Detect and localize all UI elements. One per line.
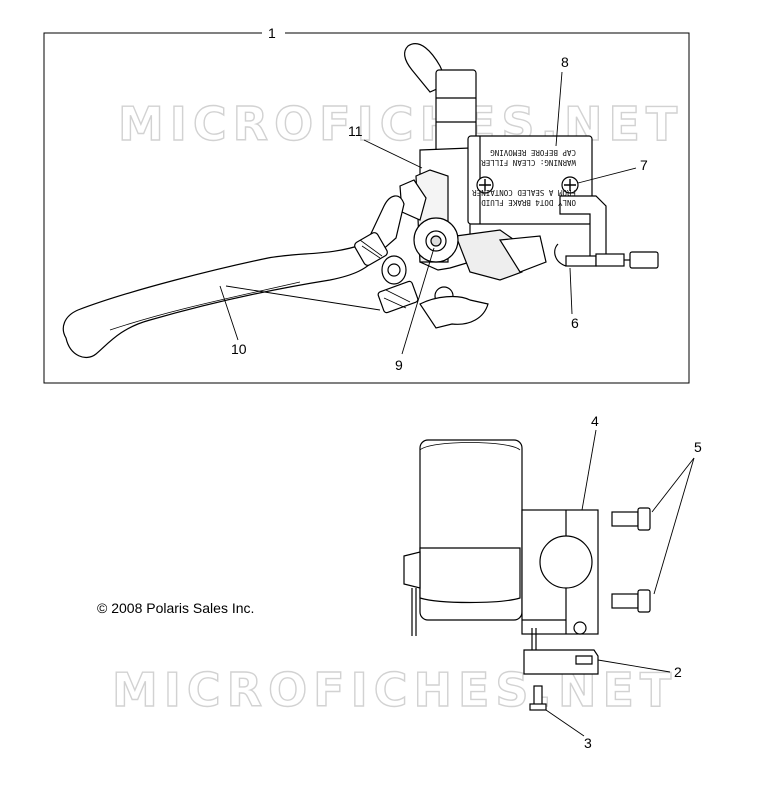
copyright-notice: © 2008 Polaris Sales Inc. bbox=[97, 600, 255, 616]
watermark-top: MICROFICHES.NET bbox=[118, 97, 683, 151]
return-spring bbox=[377, 280, 419, 314]
callout-5: 5 bbox=[694, 439, 702, 455]
callout-8: 8 bbox=[561, 54, 569, 70]
svg-text:FROM A SEALED CONTAINER: FROM A SEALED CONTAINER bbox=[472, 188, 576, 197]
svg-text:CAP BEFORE REMOVING: CAP BEFORE REMOVING bbox=[490, 148, 576, 157]
callout-2: 2 bbox=[674, 664, 682, 680]
callout-7: 7 bbox=[640, 157, 648, 173]
svg-text:ONLY DOT4 BRAKE FLUID: ONLY DOT4 BRAKE FLUID bbox=[481, 198, 576, 207]
callout-11: 11 bbox=[348, 123, 363, 139]
callout-6: 6 bbox=[571, 315, 579, 331]
handlebar-clamp bbox=[539, 535, 593, 589]
callout-1: 1 bbox=[268, 25, 276, 41]
callout-9: 9 bbox=[395, 357, 403, 373]
assembly-frame bbox=[43, 32, 690, 384]
callout-4: 4 bbox=[591, 413, 599, 429]
reservoir-label: ONLY DOT4 BRAKE FLUID FROM A SEALED CONT… bbox=[472, 148, 576, 207]
bolt-upper-icon bbox=[611, 507, 651, 531]
leader-lines-bottom bbox=[545, 429, 695, 737]
leader-lines-top bbox=[219, 71, 637, 355]
brake-lever bbox=[62, 243, 381, 359]
bolt-lower-icon bbox=[611, 589, 651, 613]
callout-10: 10 bbox=[231, 341, 247, 357]
svg-text:WARNING: CLEAN FILLER: WARNING: CLEAN FILLER bbox=[481, 158, 576, 167]
clamp-assembly bbox=[403, 439, 651, 711]
master-cylinder-assembly bbox=[62, 43, 659, 359]
callout-3: 3 bbox=[584, 735, 592, 751]
screw-3-icon bbox=[529, 685, 547, 711]
callouts: 1 2 3 4 5 6 7 8 9 10 11 bbox=[231, 25, 702, 751]
adjuster-spring bbox=[354, 232, 388, 266]
